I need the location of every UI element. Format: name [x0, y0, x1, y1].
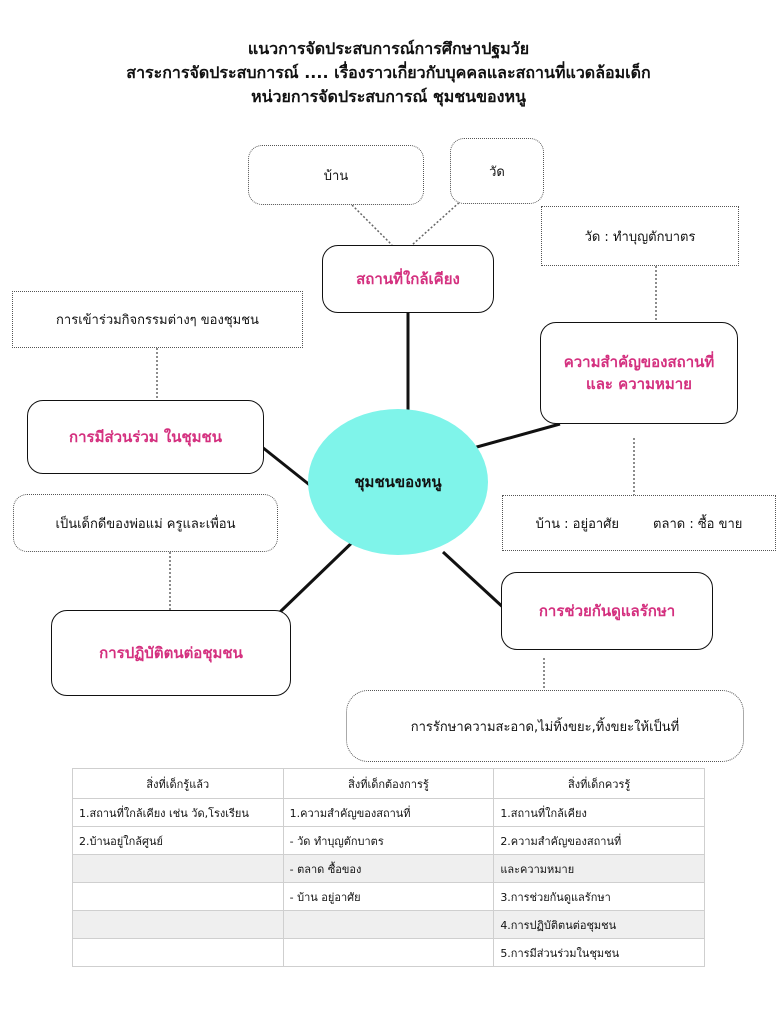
table-row: 2.บ้านอยู่ใกล้ศูนย์ - วัด ทำบุญตักบาตร 2…	[72, 826, 705, 855]
header-known: สิ่งที่เด็กรู้แล้ว	[72, 768, 284, 799]
title-line-2: สาระการจัดประสบการณ์ .... เรื่องราวเกี่ย…	[126, 63, 651, 82]
participation-label: การมีส่วนร่วม ในชุมชน	[69, 428, 222, 446]
care-detail-label: การรักษาความสะอาด,ไม่ทิ้งขยะ,ทิ้งขยะให้เ…	[410, 719, 680, 735]
table-cell: 5.การมีส่วนร่วมในชุมชน	[493, 938, 705, 967]
table-cell	[72, 910, 284, 939]
center-topic-label: ชุมชนของหนู	[354, 473, 442, 491]
nearby-places-label: สถานที่ใกล้เคียง	[356, 270, 460, 288]
market-meaning-label: ตลาด : ซื้อ ขาย	[653, 516, 743, 532]
header-want: สิ่งที่เด็กต้องการรู้	[282, 768, 495, 799]
line-importance	[465, 422, 561, 452]
home-market-meaning-box: บ้าน : อยู่อาศัย ตลาด : ซื้อ ขาย	[502, 495, 776, 551]
care-detail-bubble: การรักษาความสะอาด,ไม่ทิ้งขยะ,ทิ้งขยะให้เ…	[346, 690, 744, 762]
care-box: การช่วยกันดูแลรักษา	[501, 572, 713, 650]
line-conduct	[278, 531, 364, 614]
participation-box: การมีส่วนร่วม ในชุมชน	[27, 400, 264, 474]
dot-home	[351, 204, 393, 246]
table-cell: 2.บ้านอยู่ใกล้ศูนย์	[72, 826, 284, 855]
participation-detail-label: การเข้าร่วมกิจกรรมต่างๆ ของชุมชน	[56, 313, 259, 328]
home-meaning-label: บ้าน : อยู่อาศัย	[535, 516, 620, 532]
table-row: 5.การมีส่วนร่วมในชุมชน	[72, 938, 705, 967]
table-cell	[282, 938, 495, 967]
table-row: 1.สถานที่ใกล้เคียง เช่น วัด,โรงเรียน 1.ค…	[72, 798, 705, 827]
title-line-3: หน่วยการจัดประสบการณ์ ชุมชนของหนู	[251, 87, 526, 106]
center-topic: ชุมชนของหนู	[308, 409, 488, 555]
table-cell: - บ้าน อยู่อาศัย	[282, 882, 495, 911]
participation-detail-box: การเข้าร่วมกิจกรรมต่างๆ ของชุมชน	[12, 291, 303, 348]
conduct-label: การปฏิบัติตนต่อชุมชน	[99, 644, 243, 662]
table-cell: 1.สถานที่ใกล้เคียง เช่น วัด,โรงเรียน	[72, 798, 284, 827]
header-should: สิ่งที่เด็กควรรู้	[493, 768, 705, 799]
table-cell	[72, 854, 284, 883]
conduct-box: การปฏิบัติตนต่อชุมชน	[51, 610, 291, 696]
table-cell: 4.การปฏิบัติตนต่อชุมชน	[493, 910, 705, 939]
title-line-1: แนวการจัดประสบการณ์การศึกษาปฐมวัย	[247, 39, 530, 58]
good-child-bubble: เป็นเด็กดีของพ่อแม่ ครูและเพื่อน	[13, 494, 278, 552]
table-cell: - วัด ทำบุญตักบาตร	[282, 826, 495, 855]
table-cell: และความหมาย	[493, 854, 705, 883]
table-cell	[282, 910, 495, 939]
table-cell	[72, 938, 284, 967]
kwl-table: สิ่งที่เด็กรู้แล้ว สิ่งที่เด็กต้องการรู้…	[72, 768, 705, 967]
temple-meaning-label: วัด : ทำบุญตักบาตร	[584, 229, 696, 245]
table-cell: 2.ความสำคัญของสถานที่	[493, 826, 705, 855]
importance-box: ความสำคัญของสถานที่ และ ความหมาย	[540, 322, 738, 424]
table-cell: 1.ความสำคัญของสถานที่	[282, 798, 495, 827]
table-cell	[72, 882, 284, 911]
table-cell: 1.สถานที่ใกล้เคียง	[493, 798, 705, 827]
table-cell: - ตลาด ซื้อของ	[282, 854, 495, 883]
home-bubble: บ้าน	[248, 145, 424, 205]
temple-meaning-box: วัด : ทำบุญตักบาตร	[541, 206, 739, 266]
table-row: 4.การปฏิบัติตนต่อชุมชน	[72, 910, 705, 939]
table-cell: 3.การช่วยกันดูแลรักษา	[493, 882, 705, 911]
table-row: - บ้าน อยู่อาศัย 3.การช่วยกันดูแลรักษา	[72, 882, 705, 911]
temple-label: วัด	[489, 164, 505, 180]
temple-bubble: วัด	[450, 138, 544, 204]
table-row: - ตลาด ซื้อของ และความหมาย	[72, 854, 705, 883]
nearby-places-box: สถานที่ใกล้เคียง	[322, 245, 494, 313]
line-care	[441, 550, 508, 612]
table-header-row: สิ่งที่เด็กรู้แล้ว สิ่งที่เด็กต้องการรู้…	[72, 768, 705, 799]
care-label: การช่วยกันดูแลรักษา	[538, 602, 676, 620]
line-participation	[261, 445, 317, 492]
good-child-label: เป็นเด็กดีของพ่อแม่ ครูและเพื่อน	[55, 516, 236, 532]
dot-temple	[411, 199, 463, 246]
importance-label-1: ความสำคัญของสถานที่	[563, 353, 715, 371]
importance-label-2: และ ความหมาย	[586, 375, 692, 393]
home-label: บ้าน	[323, 168, 349, 184]
